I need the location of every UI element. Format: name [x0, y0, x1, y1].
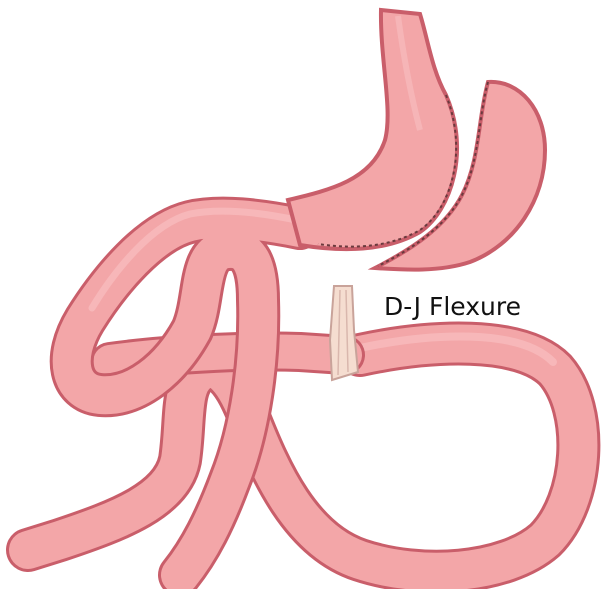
ligament-of-treitz — [330, 286, 358, 380]
esophagus-and-pouch — [288, 10, 457, 249]
dj-flexure-label: D-J Flexure — [384, 292, 521, 321]
